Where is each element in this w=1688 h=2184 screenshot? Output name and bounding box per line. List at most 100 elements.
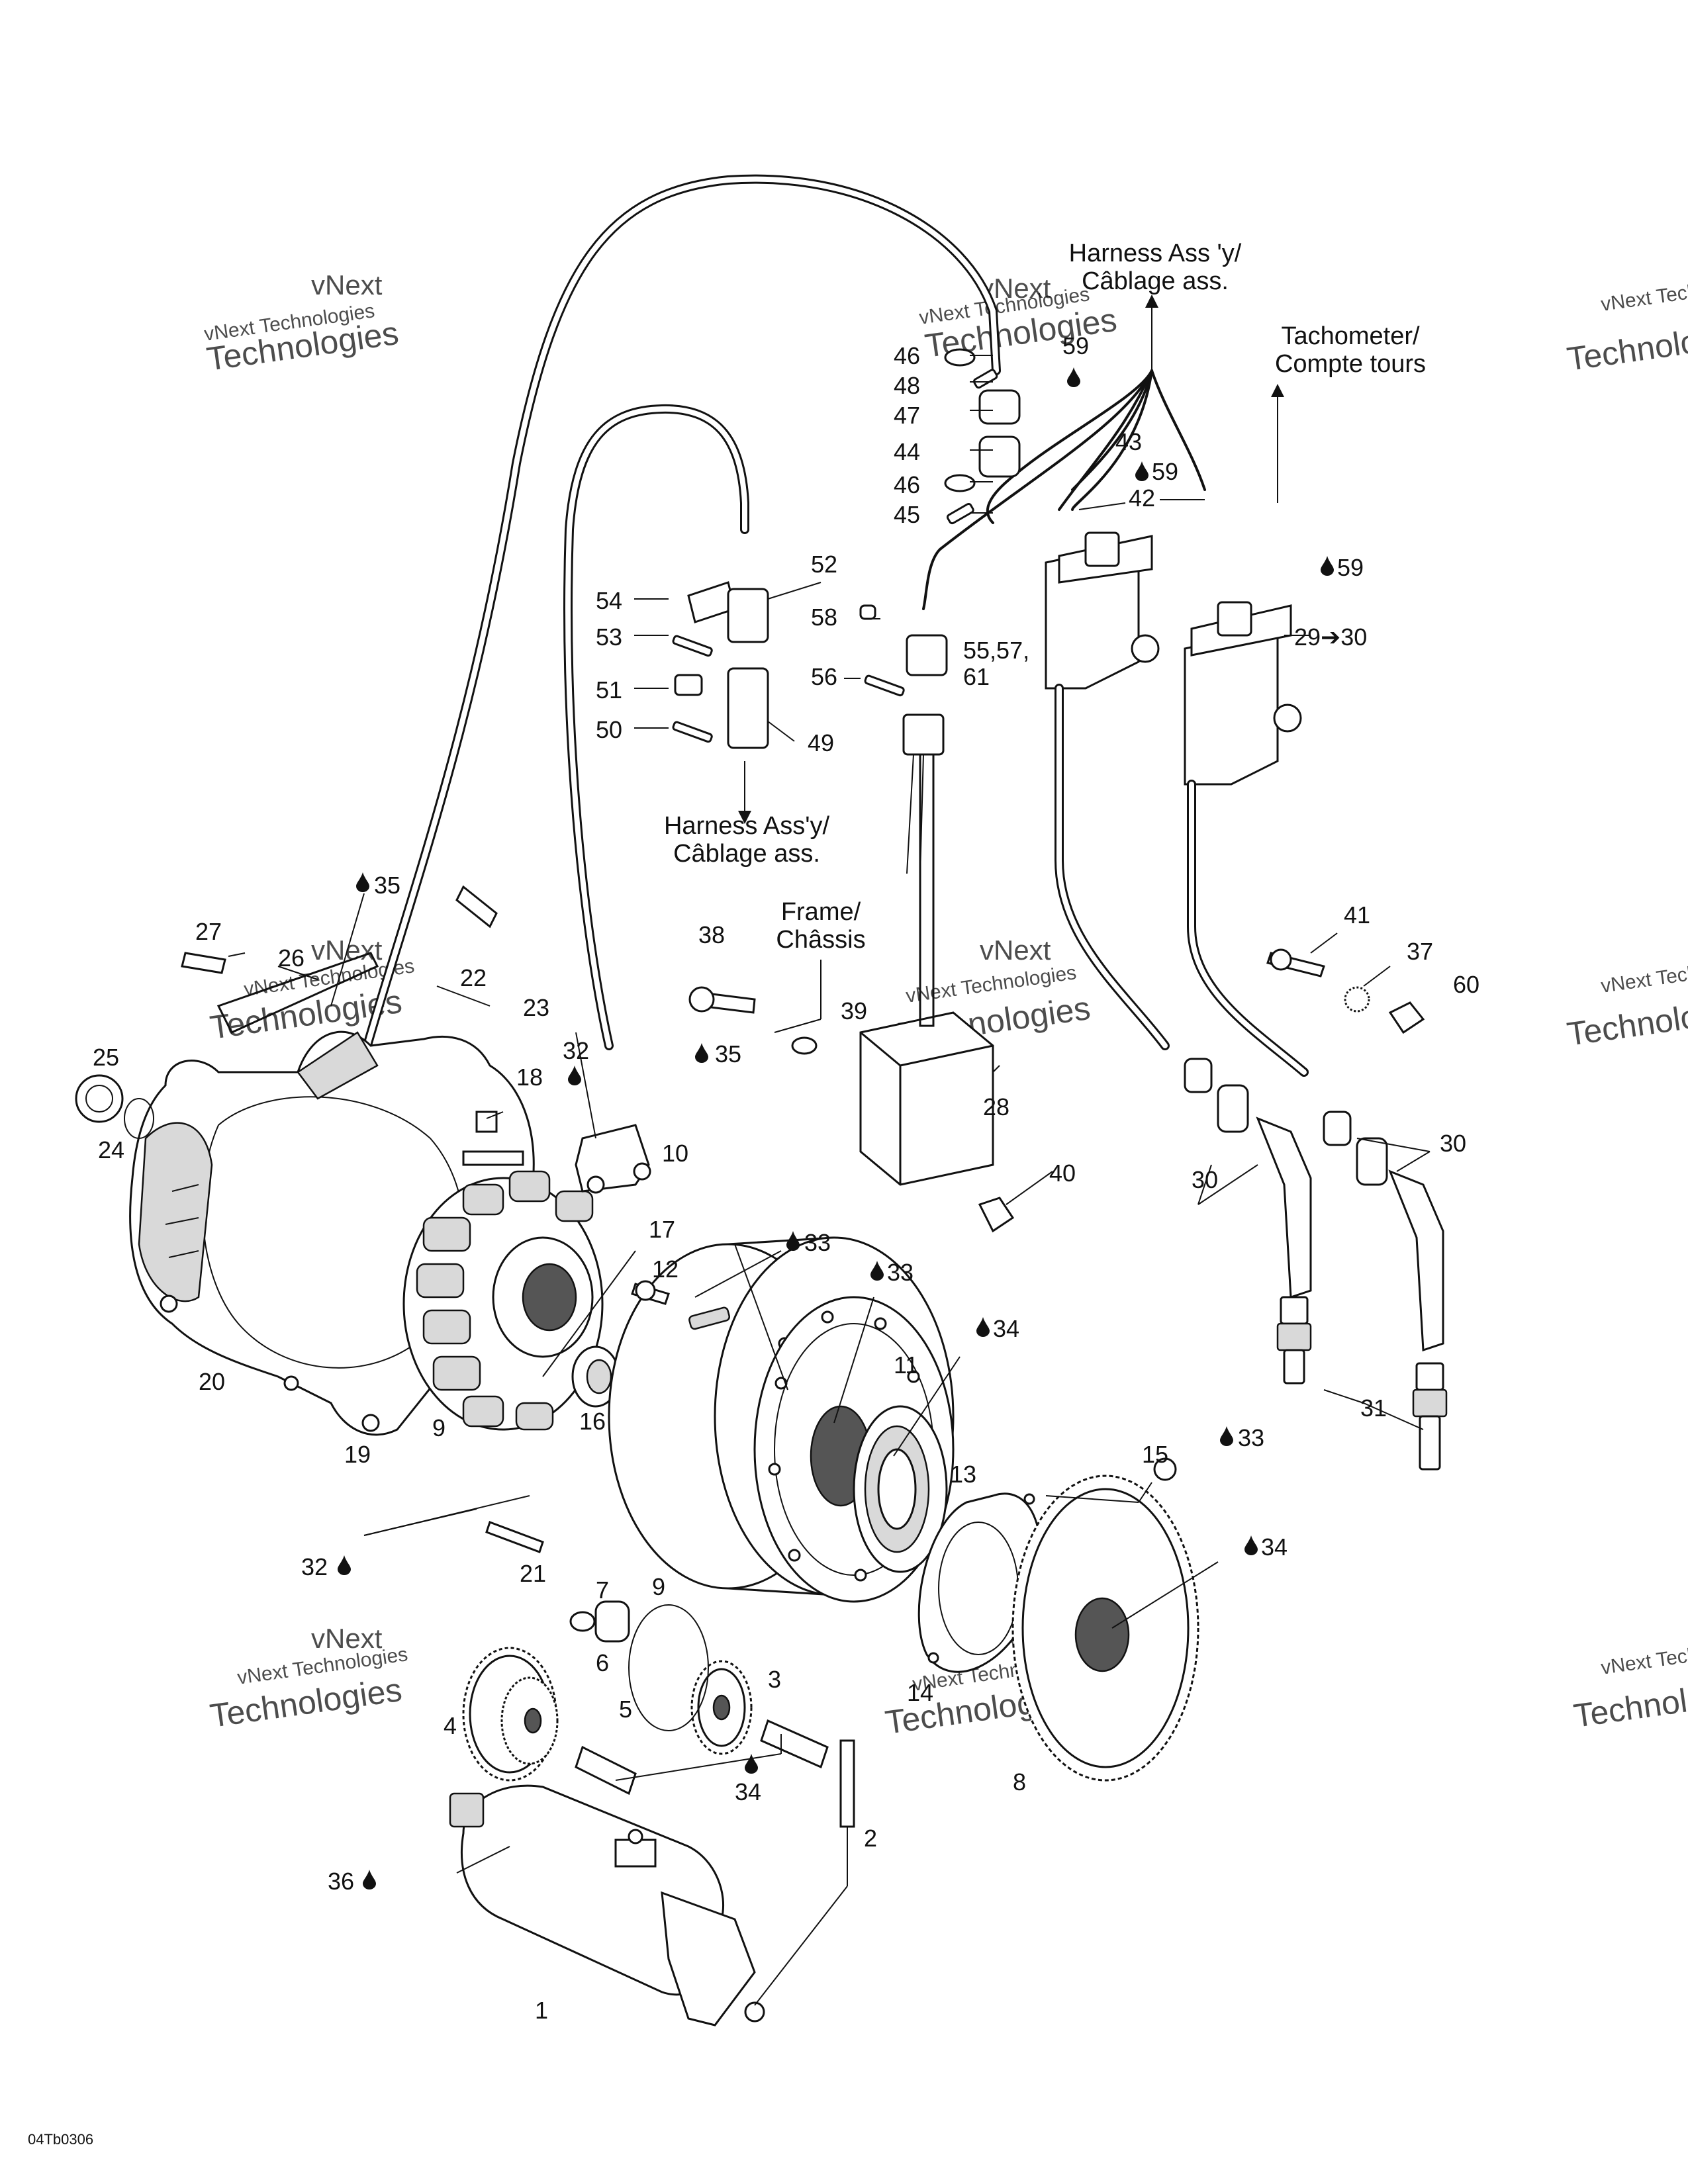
callout-18: 18 [516,1064,543,1091]
caption-tachometer-fr: Compte tours [1275,350,1426,378]
callout-10: 10 [662,1140,688,1167]
callout-26: 26 [278,944,305,972]
callout-35a: 35 [374,872,400,899]
callout-11: 11 [894,1351,918,1379]
drop-icon-59a [1067,367,1080,387]
callout-54: 54 [596,587,622,614]
callout-34a: 34 [993,1315,1019,1342]
callout-12: 12 [652,1255,679,1283]
callout-4: 4 [444,1712,457,1739]
callout-9b: 9 [652,1573,665,1600]
callout-41: 41 [1344,901,1370,929]
callout-25: 25 [93,1044,119,1071]
callout-36: 36 [328,1868,354,1895]
o-ring-5 [628,1604,709,1731]
svg-text:vNext: vNext [311,269,383,300]
svg-text:vNext: vNext [980,934,1051,966]
connector-55-58 [859,604,948,697]
caption-tachometer: Tachometer/ [1281,322,1420,350]
callout-33b: 33 [887,1259,914,1286]
drop-icon-35b [695,1043,708,1063]
spark-plug-1 [1276,1296,1312,1385]
callout-15: 15 [1142,1441,1168,1468]
callout-38: 38 [698,921,725,948]
callout-53: 53 [596,623,622,651]
drop-icon-32a [568,1066,581,1085]
callout-56: 56 [811,663,837,690]
callout-23: 23 [523,994,549,1021]
callout-16: 16 [579,1408,606,1435]
callout-40: 40 [1049,1160,1076,1187]
drop-icon-59b [1135,461,1149,481]
shafts [575,1719,829,1796]
drop-icon-36 [363,1870,376,1889]
spark-plug-2 [1412,1362,1448,1471]
callout-24: 24 [98,1136,124,1163]
callout-7: 7 [596,1576,609,1604]
callout-31: 31 [1360,1394,1387,1422]
callout-30a: 30 [1192,1166,1218,1193]
stator [402,1170,604,1431]
bushing-6-7 [569,1600,630,1643]
svg-text:vNext Technologies: vNext Technologies [1599,952,1688,997]
callout-59c: 59 [1337,554,1364,581]
callout-35b: 35 [715,1040,741,1068]
callout-60: 60 [1453,971,1479,998]
callout-55b: 61 [963,663,990,690]
drop-icon-34b [1244,1535,1258,1555]
ht-leads [1055,684,1309,1077]
connector-49-54 [672,581,769,749]
watermark-9: vNext Technologies Technologies [1571,1633,1688,1735]
watermark-2: vNext vNext Technologies Technologies [917,273,1119,365]
callout-20: 20 [199,1368,225,1395]
spark-plug-cap-1 [1184,1058,1312,1299]
callout-8: 8 [1013,1768,1026,1796]
callout-22: 22 [460,964,487,991]
oil-seal [571,1345,620,1408]
gear-4 [462,1647,559,1782]
callout-28: 28 [983,1093,1009,1120]
callout-30b: 30 [1440,1130,1466,1157]
leader-lines [228,295,1430,2006]
drop-icon-33c [1220,1426,1233,1446]
callout-33c: 33 [1238,1424,1264,1451]
caption-frame-fr: Châssis [776,926,865,954]
callout-9a: 9 [432,1414,445,1441]
callout-43: 43 [1115,428,1142,455]
pickup-sensor [575,1124,651,1194]
caption-harness-mid-fr: Câblage ass. [673,840,820,868]
callout-17: 17 [649,1216,675,1243]
callout-3: 3 [768,1666,781,1693]
watermark-6: vNext Technologies Technologies [1565,952,1688,1053]
drop-icon-34c [745,1754,758,1774]
callout-32b: 32 [301,1553,328,1580]
callout-59a: 59 [1062,332,1089,359]
callout-19: 19 [344,1441,371,1468]
callout-59b: 59 [1152,458,1178,485]
stator-poles [416,1170,594,1431]
callout-1: 1 [535,1997,548,2024]
sensor-cable [563,404,749,1050]
main-cable [333,174,1001,1169]
svg-text:Technologies: Technologies [1565,314,1688,378]
callout-5: 5 [619,1696,632,1723]
caption-frame: Frame/ [781,898,861,926]
callout-44: 44 [894,438,920,465]
callout-46b: 46 [894,471,920,498]
callout-34c: 34 [735,1778,761,1805]
drop-icon-59c [1321,556,1334,576]
callout-52: 52 [811,551,837,578]
harness-wires [922,369,1206,610]
ring-gear [1011,1475,1199,1782]
callout-45: 45 [894,501,920,528]
caption-harness-mid: Harness Ass'y/ [664,812,830,840]
watermark-3: vNext Technologies Technologies [1565,270,1688,378]
captions: Harness Ass 'y/ Câblage ass. Tachometer/… [28,240,1426,2148]
callout-34b: 34 [1261,1533,1288,1561]
diagram-code: 04Tb0306 [28,2131,93,2148]
caption-harness-top-fr: Câblage ass. [1082,267,1229,295]
one-way-clutch [853,1405,948,1573]
svg-text:Technologies: Technologies [1571,1671,1688,1735]
svg-text:vNext Technologies: vNext Technologies [1599,1633,1688,1679]
caption-harness-top: Harness Ass 'y/ [1069,240,1242,267]
